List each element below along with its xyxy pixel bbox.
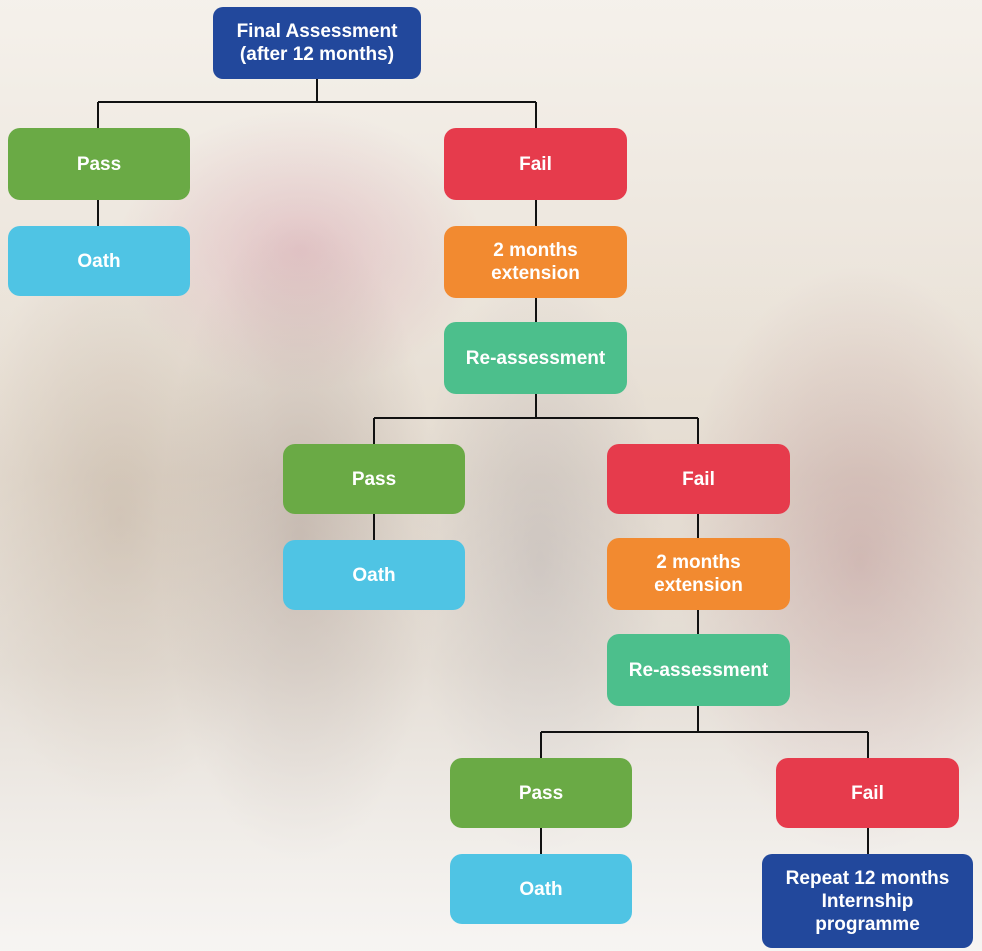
pass-node-3: Pass (450, 758, 632, 828)
pass-label: Pass (351, 468, 397, 490)
repeat-line-2: Internship (821, 890, 914, 912)
fail-node-3: Fail (776, 758, 959, 828)
oath-label: Oath (77, 250, 121, 272)
reassessment-node-2: Re-assessment (607, 634, 790, 706)
oath-node-3: Oath (450, 854, 632, 924)
pass-label: Pass (76, 153, 122, 175)
oath-node-2: Oath (283, 540, 465, 610)
fail-node-2: Fail (607, 444, 790, 514)
final-assessment-subtitle: (after 12 months) (239, 44, 395, 65)
extension-line-1: 2 months (493, 240, 578, 261)
reassessment-label: Re-assessment (628, 659, 769, 681)
pass-node-1: Pass (8, 128, 190, 200)
final-assessment-node: Final Assessment (after 12 months) (213, 7, 421, 79)
repeat-line-1: Repeat 12 months (785, 867, 950, 889)
reassessment-node-1: Re-assessment (444, 322, 627, 394)
fail-label: Fail (519, 153, 552, 175)
extension-node-1: 2 months extension (444, 226, 627, 298)
oath-node-1: Oath (8, 226, 190, 296)
extension-node-2: 2 months extension (607, 538, 790, 610)
reassessment-label: Re-assessment (465, 347, 606, 369)
fail-label: Fail (851, 782, 884, 804)
extension-line-2: extension (491, 263, 580, 284)
pass-label: Pass (518, 782, 564, 804)
pass-node-2: Pass (283, 444, 465, 514)
oath-label: Oath (519, 878, 563, 900)
repeat-line-3: programme (815, 913, 920, 935)
extension-line-2: extension (654, 575, 743, 596)
repeat-internship-node: Repeat 12 months Internship programme (762, 854, 973, 948)
fail-node-1: Fail (444, 128, 627, 200)
extension-line-1: 2 months (656, 552, 741, 573)
final-assessment-title: Final Assessment (236, 21, 398, 42)
fail-label: Fail (682, 468, 715, 490)
oath-label: Oath (352, 564, 396, 586)
